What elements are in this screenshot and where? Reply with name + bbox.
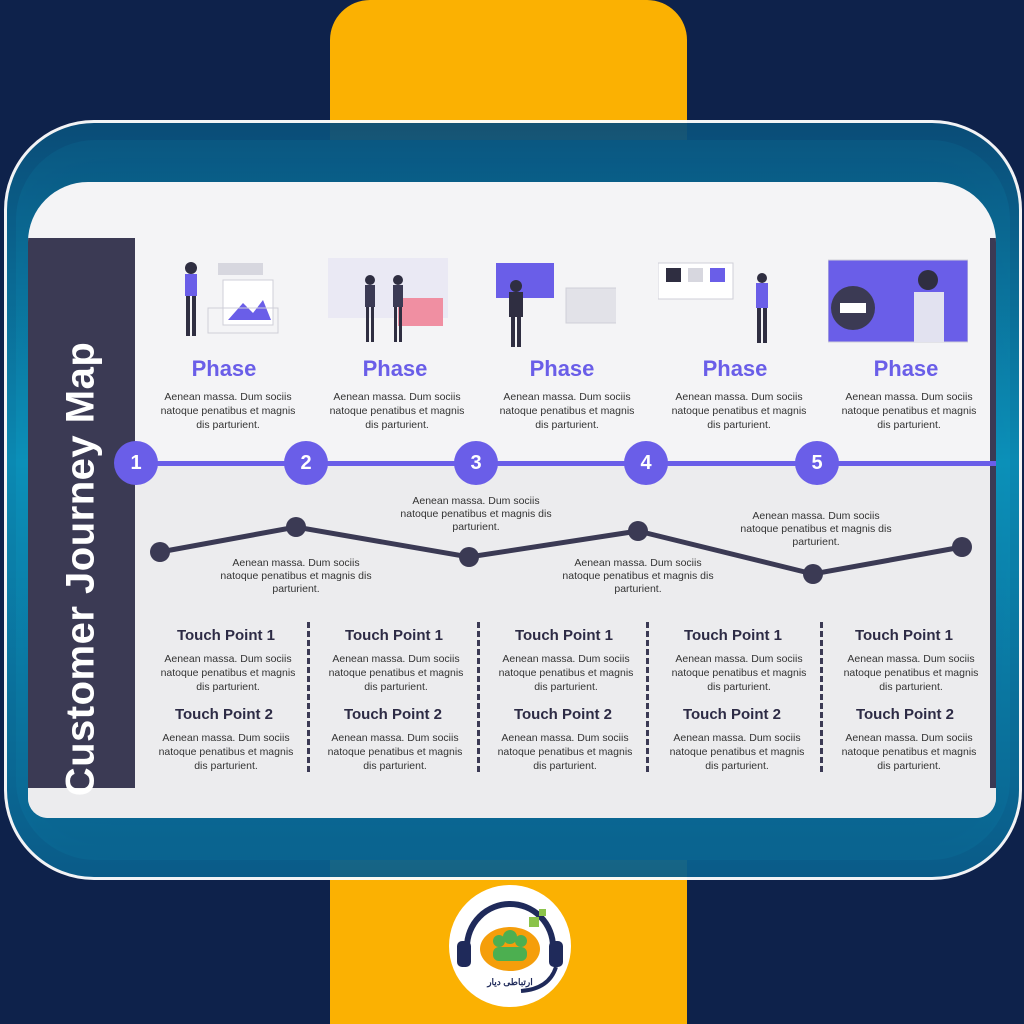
journey-map-board: Customer Journey Map	[28, 182, 996, 818]
column-divider-2	[477, 622, 480, 772]
touch-point-2-desc: Aenean massa. Dum sociis natoque penatib…	[158, 732, 294, 772]
meeting-people-icon	[328, 258, 448, 342]
touch-point-1-desc: Aenean massa. Dum sociis natoque penatib…	[671, 653, 807, 693]
touch-point-2-title: Touch Point 2	[343, 706, 443, 723]
touch-point-1-desc: Aenean massa. Dum sociis natoque penatib…	[328, 653, 464, 693]
touch-point-1-title: Touch Point 1	[514, 627, 614, 644]
touch-point-2-desc: Aenean massa. Dum sociis natoque penatib…	[497, 732, 633, 772]
phase-desc-2: Aenean massa. Dum sociis natoque penatib…	[329, 391, 465, 431]
right-edge-bar	[990, 238, 996, 788]
presentation-screen-icon	[496, 263, 616, 347]
person-gallery-icon	[185, 262, 279, 336]
touch-point-2-title: Touch Point 2	[855, 706, 955, 723]
phase-desc-1: Aenean massa. Dum sociis natoque penatib…	[160, 391, 296, 431]
curve-note-4: Aenean massa. Dum sociis natoque penatib…	[740, 510, 892, 548]
column-divider-1	[307, 622, 310, 772]
phase-title-1: Phase	[191, 356, 257, 381]
curve-point-5	[803, 564, 823, 584]
touch-point-2-title: Touch Point 2	[174, 706, 274, 723]
curve-point-1	[150, 542, 170, 562]
touch-point-2-desc: Aenean massa. Dum sociis natoque penatib…	[841, 732, 977, 772]
curve-point-6	[952, 537, 972, 557]
step-marker-4: 4	[624, 441, 668, 485]
curve-note-3: Aenean massa. Dum sociis natoque penatib…	[562, 557, 714, 595]
column-divider-3	[646, 622, 649, 772]
lower-panel	[28, 463, 996, 818]
curve-note-2: Aenean massa. Dum sociis natoque penatib…	[400, 495, 552, 533]
touch-point-1-title: Touch Point 1	[683, 627, 783, 644]
step-marker-3: 3	[454, 441, 498, 485]
curve-point-2	[286, 517, 306, 537]
headset-people-icon	[457, 901, 563, 993]
curve-point-4	[628, 521, 648, 541]
touch-point-1-desc: Aenean massa. Dum sociis natoque penatib…	[843, 653, 979, 693]
phase-desc-3: Aenean massa. Dum sociis natoque penatib…	[499, 391, 635, 431]
step-marker-2: 2	[284, 441, 328, 485]
phase-timeline	[135, 461, 996, 466]
touch-point-1-desc: Aenean massa. Dum sociis natoque penatib…	[160, 653, 296, 693]
step-marker-1: 1	[114, 441, 158, 485]
phase-title-3: Phase	[529, 356, 595, 381]
touch-point-1-title: Touch Point 1	[854, 627, 954, 644]
touch-point-2-desc: Aenean massa. Dum sociis natoque penatib…	[669, 732, 805, 772]
touch-point-1-desc: Aenean massa. Dum sociis natoque penatib…	[498, 653, 634, 693]
touch-point-2-title: Touch Point 2	[513, 706, 613, 723]
title-sidebar: Customer Journey Map	[28, 238, 135, 796]
support-agent-icon	[828, 259, 968, 343]
brand-name: ارتباطی دیار	[487, 977, 533, 987]
phase-title-5: Phase	[873, 356, 939, 381]
step-marker-5: 5	[795, 441, 839, 485]
touch-point-2-title: Touch Point 2	[682, 706, 782, 723]
column-divider-4	[820, 622, 823, 772]
touch-point-1-title: Touch Point 1	[176, 627, 276, 644]
touch-point-2-desc: Aenean massa. Dum sociis natoque penatib…	[327, 732, 463, 772]
phase-desc-5: Aenean massa. Dum sociis natoque penatib…	[841, 391, 977, 431]
checklist-person-icon	[658, 262, 768, 343]
brand-logo: ارتباطی دیار	[449, 885, 571, 1007]
experience-curve	[150, 517, 972, 584]
curve-point-3	[459, 547, 479, 567]
phase-desc-4: Aenean massa. Dum sociis natoque penatib…	[671, 391, 807, 431]
curve-note-1: Aenean massa. Dum sociis natoque penatib…	[220, 557, 372, 595]
touch-point-1-title: Touch Point 1	[344, 627, 444, 644]
phase-title-2: Phase	[362, 356, 428, 381]
phase-title-4: Phase	[702, 356, 768, 381]
